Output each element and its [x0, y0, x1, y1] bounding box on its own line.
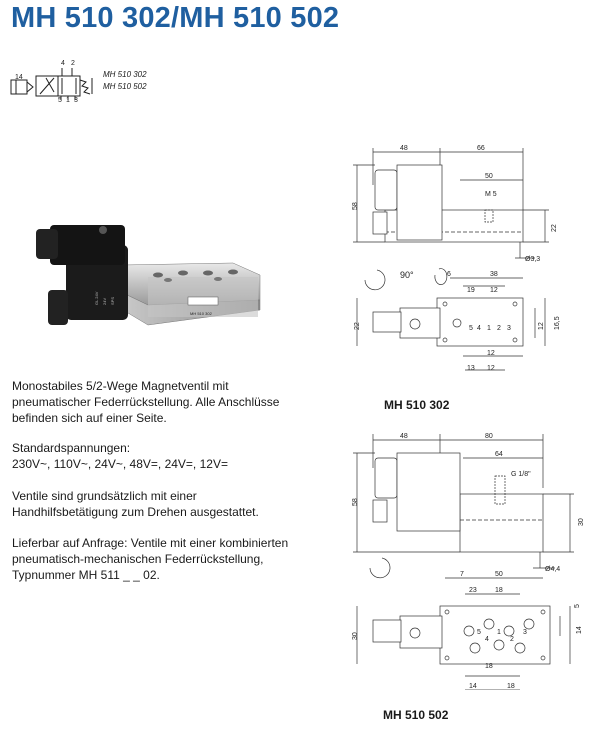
- valve-photo: MH 510 302 GL 24V 24V SPS: [36, 225, 261, 326]
- description-para-2: Standardspannungen:230V~, 110V~, 24V~, 4…: [12, 441, 228, 471]
- port-4: 4: [477, 325, 481, 332]
- dim-12a: 12: [490, 287, 498, 294]
- photo-coil-text-1: GL 24V: [94, 291, 99, 305]
- dim-38: 38: [490, 271, 498, 278]
- port-5: 5: [469, 325, 473, 332]
- dim-48: 48: [400, 145, 408, 152]
- dim-66: 66: [477, 145, 485, 152]
- photo-model-text: MH 510 302: [190, 311, 213, 316]
- technical-drawing-mh510302: 48 66 50 M 5 58 22 Ø3,3 90° 6 38 19 12 2…: [352, 145, 561, 372]
- dim-m5: M 5: [485, 191, 497, 198]
- port2-1: 1: [497, 629, 501, 636]
- port-3: 3: [507, 325, 511, 332]
- dim2-18c: 18: [507, 683, 515, 690]
- technical-drawing-mh510502: 48 80 64 G 1/8" 58 30 Ø4,4 7 50 23 18 5 …: [352, 433, 585, 690]
- port-label-2: 2: [71, 60, 75, 67]
- dim-13: 13: [467, 365, 475, 372]
- dim2-14b: 14: [469, 683, 477, 690]
- dim2-g18: G 1/8": [511, 471, 531, 478]
- page-title: MH 510 302/MH 510 502: [11, 2, 340, 34]
- port-2: 2: [497, 325, 501, 332]
- dim2-58: 58: [352, 498, 359, 506]
- dim-90deg: 90°: [400, 270, 414, 280]
- description-para-4: Lieferbar auf Anfrage: Ventile mit einer…: [12, 536, 289, 582]
- port-label-1: 1: [66, 97, 70, 104]
- port-label-3: 3: [74, 97, 78, 104]
- symbol-model-2: MH 510 502: [103, 82, 147, 91]
- dim-16-5: 16,5: [554, 316, 561, 330]
- dim2-18b: 18: [485, 663, 493, 670]
- port2-3: 3: [523, 629, 527, 636]
- dim2-30b: 30: [352, 632, 359, 640]
- dim-19: 19: [467, 287, 475, 294]
- pneumatic-symbol: 14 4 2 5 1 3: [10, 60, 93, 104]
- dim2-50: 50: [495, 571, 503, 578]
- dim-12c: 12: [487, 365, 495, 372]
- photo-coil-text-2: 24V: [102, 298, 107, 305]
- dim2-80: 80: [485, 433, 493, 440]
- dim-d33: Ø3,3: [525, 256, 540, 263]
- dim2-18a: 18: [495, 587, 503, 594]
- dim-6: 6: [447, 271, 451, 278]
- caption-mh510502: MH 510 502: [383, 708, 449, 722]
- dim-50: 50: [485, 173, 493, 180]
- dim-58: 58: [352, 202, 359, 210]
- dim-22: 22: [551, 224, 558, 232]
- dim-22b: 22: [354, 322, 361, 330]
- port2-4: 4: [485, 636, 489, 643]
- dim-12d: 12: [487, 350, 495, 357]
- port-1: 1: [487, 325, 491, 332]
- dim2-64: 64: [495, 451, 503, 458]
- port-label-14: 14: [15, 74, 23, 81]
- port-label-5: 5: [58, 97, 62, 104]
- dim-12b: 12: [538, 322, 545, 330]
- dim2-14: 14: [576, 626, 583, 634]
- symbol-model-1: MH 510 302: [103, 70, 147, 79]
- dim2-30: 30: [578, 518, 585, 526]
- dim2-d44: Ø4,4: [545, 566, 560, 573]
- dim2-5: 5: [574, 604, 581, 608]
- photo-coil-text-3: SPS: [110, 297, 115, 305]
- dim2-23: 23: [469, 587, 477, 594]
- port2-2: 2: [510, 636, 514, 643]
- dim2-7: 7: [460, 571, 464, 578]
- port-label-4: 4: [61, 60, 65, 67]
- caption-mh510302: MH 510 302: [384, 398, 450, 412]
- dim2-48: 48: [400, 433, 408, 440]
- port2-5: 5: [477, 629, 481, 636]
- symbol-model-list: MH 510 302 MH 510 502: [103, 69, 147, 93]
